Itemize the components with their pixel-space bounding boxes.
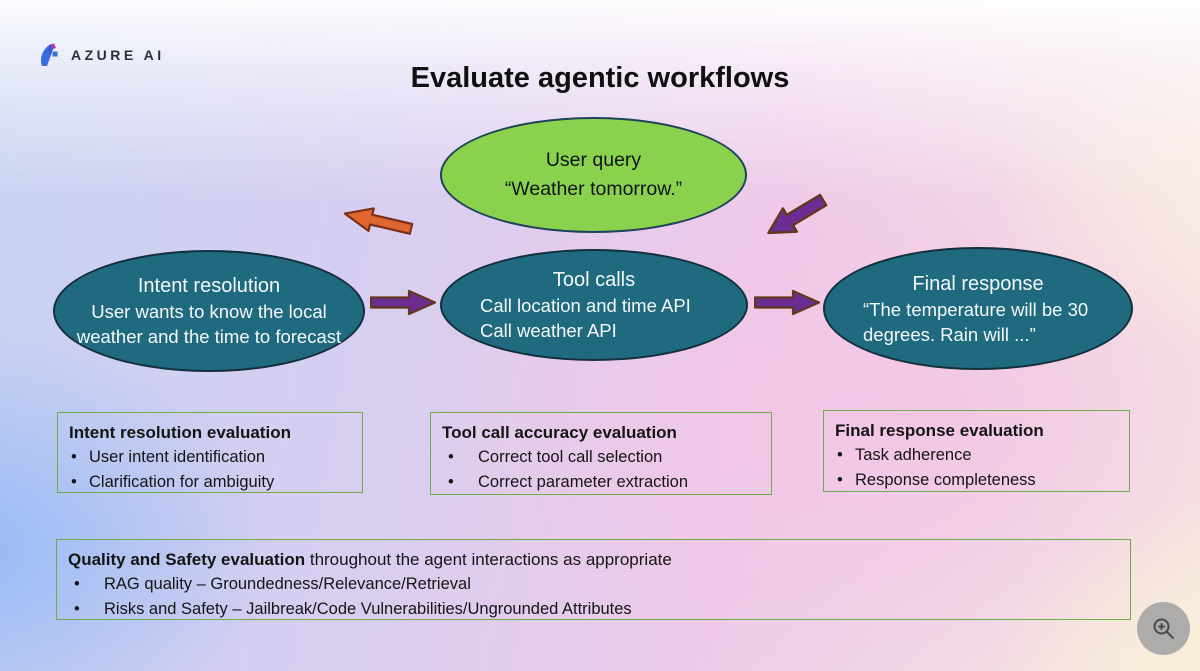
eval-bullet-text: Correct tool call selection [478, 448, 663, 466]
zoom-in-icon [1153, 618, 1174, 639]
azure-ai-logo-text: AZURE AI [71, 47, 165, 63]
bullet-icon: • [71, 473, 77, 491]
final-response-line-2: degrees. Rain will ...” [863, 323, 1036, 345]
arrow-query-to-intent [343, 207, 414, 235]
eval-bullet: • Clarification for ambiguity [69, 470, 352, 495]
tool-calls-line-2: Call weather API [480, 320, 617, 341]
intent-resolution-line-1: User wants to know the local [91, 301, 327, 322]
eval-bullet: • Correct parameter extraction [442, 470, 761, 495]
node-intent-resolution: Intent resolution User wants to know the… [53, 250, 365, 372]
node-user-query: User query “Weather tomorrow.” [440, 117, 747, 233]
user-query-line-1: User query [545, 149, 642, 171]
eval-bullet-text: Response completeness [855, 471, 1036, 489]
eval-bullet-text: Correct parameter extraction [478, 473, 688, 491]
tool-calls-title: Tool calls [552, 269, 636, 291]
tool-calls-line-1: Call location and time API [480, 295, 691, 316]
bullet-icon: • [448, 473, 454, 491]
eval-bullet-text: Clarification for ambiguity [89, 473, 275, 491]
quality-bullet-text: Risks and Safety – Jailbreak/Code Vulner… [104, 600, 632, 618]
intent-resolution-line-2: weather and the time to forecast [76, 326, 342, 347]
eval-bullet: • Task adherence [835, 443, 1119, 468]
bullet-icon: • [837, 471, 843, 489]
bullet-icon: • [74, 600, 80, 618]
intent-resolution-evaluation-box: Intent resolution evaluation • User inte… [57, 412, 363, 493]
zoom-in-button[interactable] [1137, 602, 1190, 655]
quality-bullet: • Risks and Safety – Jailbreak/Code Vuln… [68, 597, 1120, 622]
arrow-intent-to-tool [370, 289, 437, 316]
eval-bullet-text: User intent identification [89, 448, 266, 466]
azure-ai-logo: AZURE AI [38, 42, 165, 68]
final-response-title: Final response [912, 272, 1044, 295]
eval-bullet-text: Task adherence [855, 446, 972, 464]
intent-resolution-title: Intent resolution [137, 275, 281, 297]
eval-bullet: • Correct tool call selection [442, 445, 761, 470]
quality-box-title-bold: Quality and Safety evaluation [68, 550, 306, 569]
bullet-icon: • [74, 575, 80, 593]
tool-call-accuracy-evaluation-box: Tool call accuracy evaluation • Correct … [430, 412, 772, 495]
quality-safety-evaluation-box: Quality and Safety evaluation throughout… [56, 539, 1131, 620]
eval-bullet: • User intent identification [69, 445, 352, 470]
node-tool-calls: Tool calls Call location and time API Ca… [440, 249, 748, 361]
quality-bullet: • RAG quality – Groundedness/Relevance/R… [68, 572, 1120, 597]
arrow-final-to-query [767, 193, 828, 235]
user-query-line-2: “Weather tomorrow.” [504, 178, 683, 200]
eval-box-title: Final response evaluation [835, 421, 1044, 440]
page-title: Evaluate agentic workflows [410, 62, 790, 94]
eval-bullet: • Response completeness [835, 468, 1119, 493]
bullet-icon: • [71, 448, 77, 466]
arrow-tool-to-final [754, 289, 821, 316]
eval-box-title: Tool call accuracy evaluation [442, 423, 677, 442]
bullet-icon: • [837, 446, 843, 464]
quality-bullet-text: RAG quality – Groundedness/Relevance/Ret… [104, 575, 471, 593]
eval-box-title: Intent resolution evaluation [69, 423, 291, 442]
final-response-evaluation-box: Final response evaluation • Task adheren… [823, 410, 1130, 492]
final-response-line-1: “The temperature will be 30 [863, 298, 1089, 320]
node-final-response: Final response “The temperature will be … [823, 247, 1133, 370]
quality-box-title-rest: throughout the agent interactions as app… [305, 550, 672, 569]
quality-box-title: Quality and Safety evaluation throughout… [68, 547, 1120, 572]
bullet-icon: • [448, 448, 454, 466]
azure-ai-logo-icon [41, 43, 58, 66]
